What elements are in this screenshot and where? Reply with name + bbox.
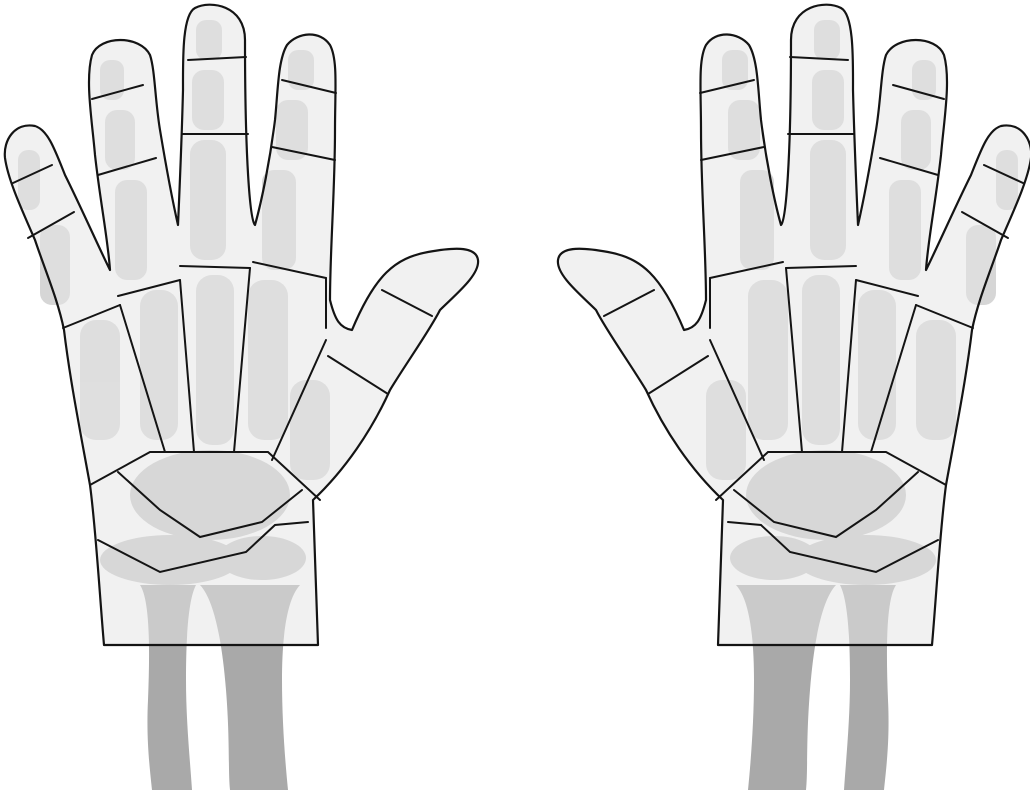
left-hand-region	[5, 5, 478, 645]
right-hand	[558, 5, 1030, 790]
left-hand	[5, 5, 478, 790]
right-hand-region	[558, 5, 1030, 645]
